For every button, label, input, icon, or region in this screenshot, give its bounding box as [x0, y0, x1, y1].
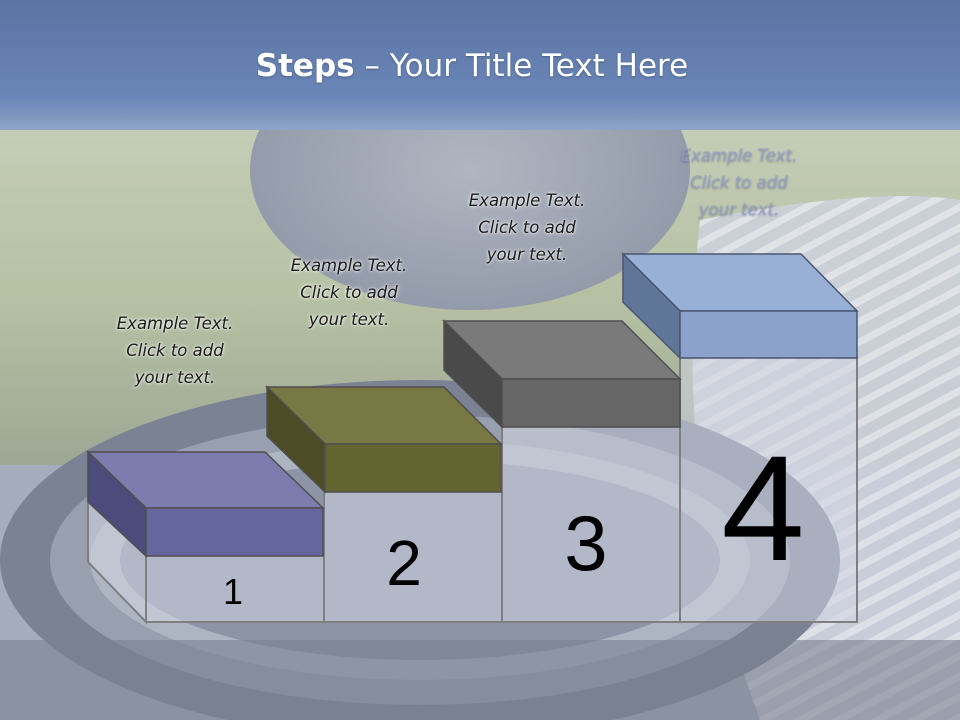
caption-line: Click to add: [126, 341, 224, 360]
step-3-face: [501, 378, 681, 428]
step-3-block[interactable]: [442, 319, 682, 429]
step-4-front: [679, 356, 858, 623]
step-2-front: [323, 489, 503, 623]
step-4-caption[interactable]: Example Text. Click to add your text.: [663, 142, 815, 223]
step-2-number: 2: [386, 527, 422, 599]
step-4-block[interactable]: [621, 252, 859, 360]
caption-line: your text.: [134, 368, 216, 387]
caption-line: your text.: [486, 245, 568, 264]
caption-line: Example Text.: [680, 146, 798, 165]
title-bold-word: Steps: [255, 48, 355, 84]
caption-line: Click to add: [300, 283, 398, 302]
step-2-face: [324, 443, 502, 493]
step-3-number: 3: [564, 499, 607, 587]
caption-line: Example Text.: [116, 314, 234, 333]
step-1-front: [145, 554, 325, 623]
step-3-caption[interactable]: Example Text. Click to add your text.: [451, 187, 603, 268]
title-rest: – Your Title Text Here: [354, 48, 689, 84]
step-1-caption[interactable]: Example Text. Click to add your text.: [99, 310, 251, 391]
caption-line: Example Text.: [290, 256, 408, 275]
caption-line: your text.: [698, 200, 780, 219]
step-4-number: 4: [721, 424, 804, 592]
caption-line: Click to add: [478, 218, 576, 237]
step-4-face: [679, 310, 858, 359]
slide-title[interactable]: Steps – Your Title Text Here: [0, 48, 944, 84]
caption-line: your text.: [308, 310, 390, 329]
caption-line: Example Text.: [468, 191, 586, 210]
step-1-face: [145, 507, 324, 557]
caption-line: Click to add: [690, 173, 788, 192]
step-1-number: 1: [223, 571, 243, 612]
step-3-front: [501, 424, 681, 623]
step-2-block[interactable]: [265, 385, 503, 494]
step-2-caption[interactable]: Example Text. Click to add your text.: [273, 252, 425, 333]
step-1-block[interactable]: [86, 450, 325, 558]
